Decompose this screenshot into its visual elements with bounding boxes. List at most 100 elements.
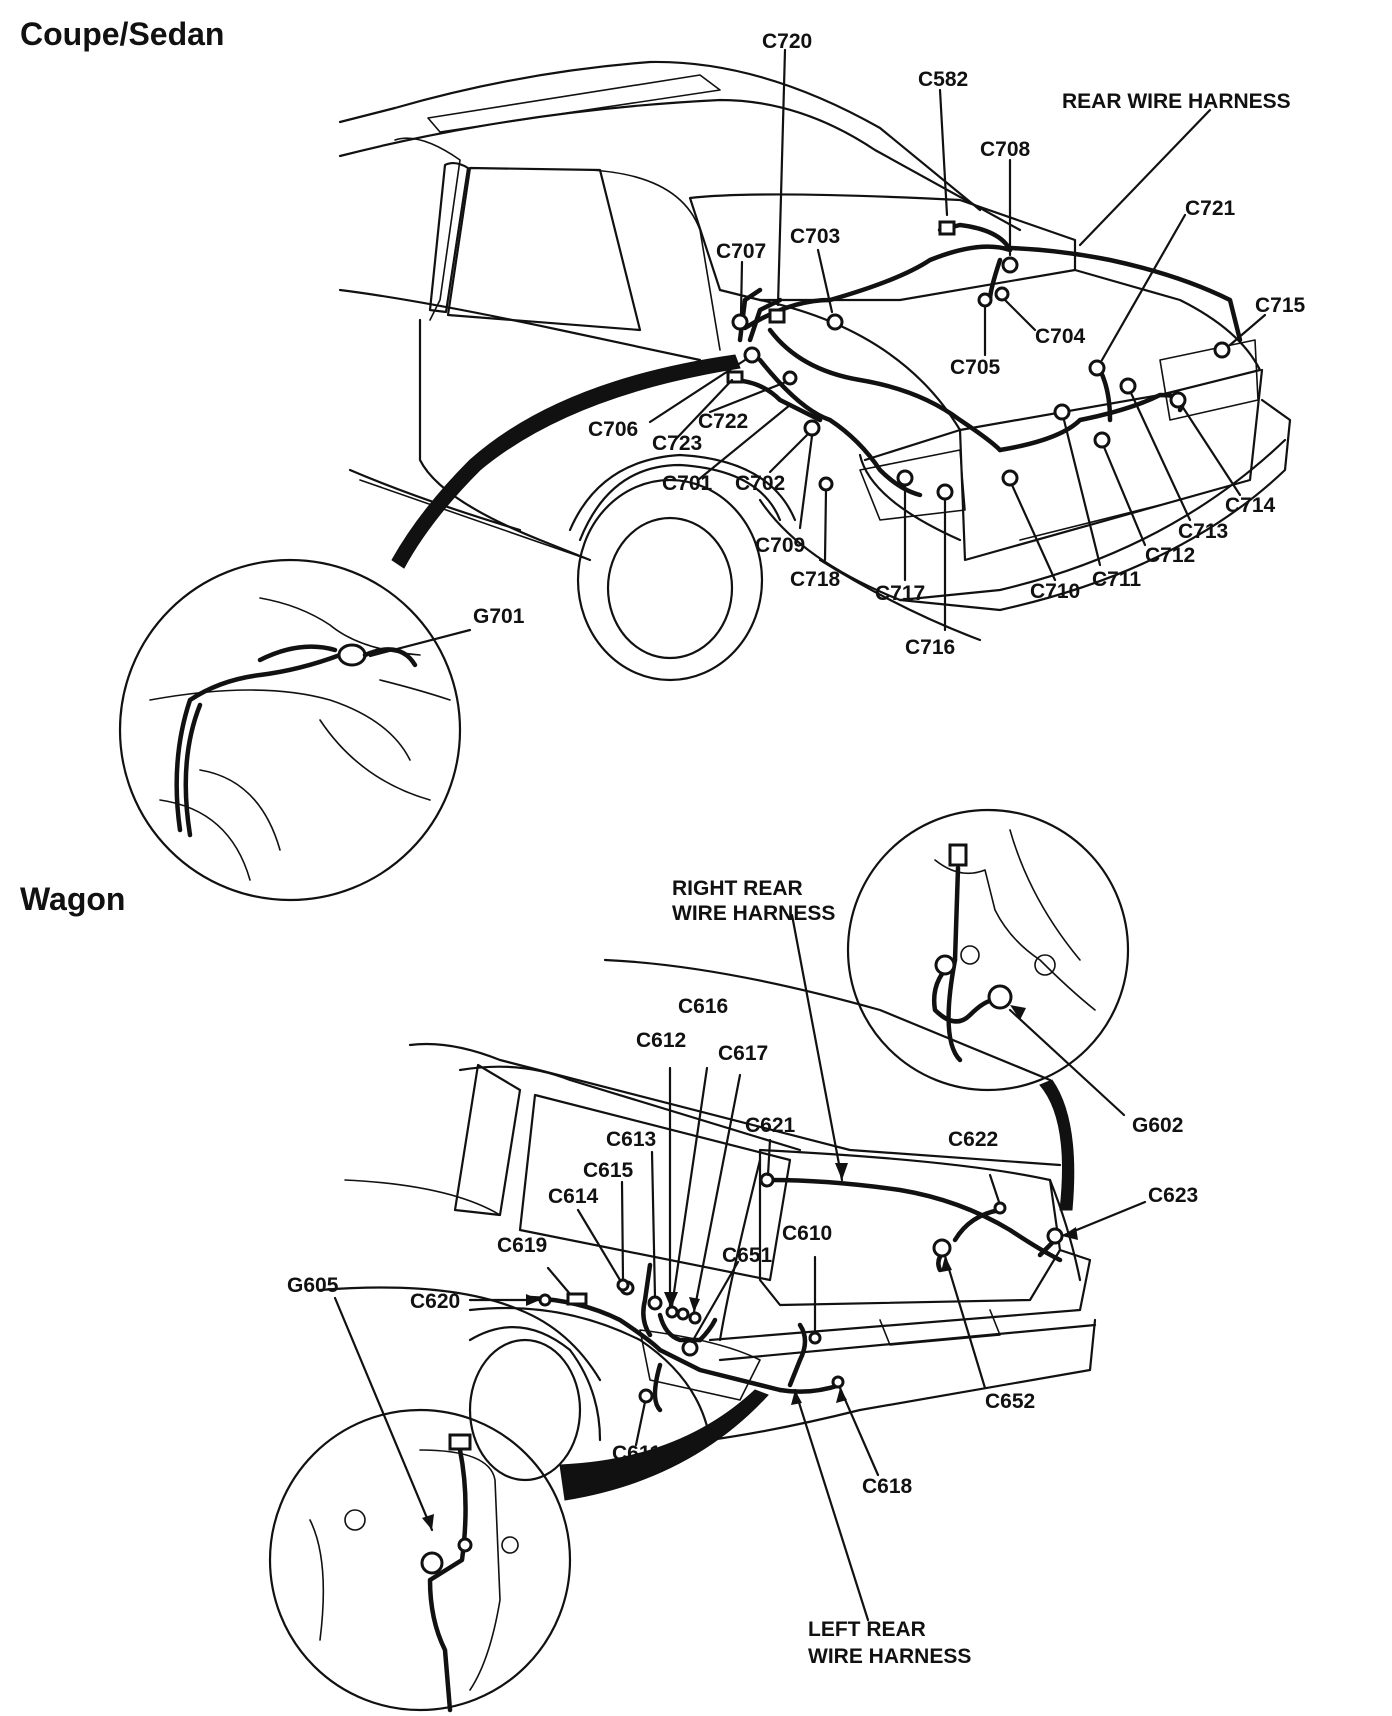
label-left-rear-harness-line2: WIRE HARNESS xyxy=(808,1645,971,1668)
connector-c704 xyxy=(994,286,1010,302)
label-c717: C717 xyxy=(875,582,925,605)
connector-c716 xyxy=(936,483,954,501)
connector-c706 xyxy=(743,346,761,364)
label-c704: C704 xyxy=(1035,325,1086,348)
label-c612: C612 xyxy=(636,1029,686,1052)
wagon-g605-callout xyxy=(268,1389,769,1713)
label-c619: C619 xyxy=(497,1234,547,1257)
label-c718: C718 xyxy=(790,568,841,591)
connector-c712 xyxy=(1093,431,1111,449)
label-c582: C582 xyxy=(918,68,968,91)
label-g701: G701 xyxy=(473,605,525,628)
label-c715: C715 xyxy=(1255,294,1306,317)
connector-c715 xyxy=(1213,341,1231,359)
label-c705: C705 xyxy=(950,356,1001,379)
connector-c723 xyxy=(726,370,744,384)
connector-c652 xyxy=(932,1238,952,1258)
wagon-g602-inset-grommet xyxy=(934,954,956,976)
label-c712: C712 xyxy=(1145,544,1195,567)
connector-c651 xyxy=(681,1339,699,1357)
ground-g602 xyxy=(987,984,1013,1010)
connector-c705 xyxy=(977,292,993,308)
label-c710: C710 xyxy=(1030,580,1080,603)
wagon-g602-inset-detail xyxy=(931,829,1096,1063)
label-right-rear-harness-line2: WIRE HARNESS xyxy=(672,902,835,925)
connector-c710 xyxy=(1001,469,1019,487)
label-c709: C709 xyxy=(755,534,805,557)
connector-c722 xyxy=(782,370,798,386)
label-c616: C616 xyxy=(678,995,728,1018)
label-rear-wire-harness: REAR WIRE HARNESS xyxy=(1062,90,1291,113)
connector-c623 xyxy=(1046,1227,1064,1245)
label-c621: C621 xyxy=(745,1114,796,1137)
label-c617: C617 xyxy=(718,1042,768,1065)
connector-c721 xyxy=(1088,359,1106,377)
connector-c616 xyxy=(676,1307,690,1321)
connector-c611 xyxy=(638,1388,654,1404)
coupe-sedan-title: Coupe/Sedan xyxy=(20,16,224,52)
label-c701: C701 xyxy=(662,472,713,495)
label-g605: G605 xyxy=(287,1274,339,1297)
label-c651: C651 xyxy=(722,1244,773,1267)
wagon-g605-inset-circle xyxy=(268,1408,572,1712)
connector-c621 xyxy=(759,1172,775,1188)
sedan-g701-callout xyxy=(118,354,741,902)
label-c618: C618 xyxy=(862,1475,913,1498)
connector-c617 xyxy=(688,1311,702,1325)
label-c615: C615 xyxy=(583,1159,634,1182)
label-c623: C623 xyxy=(1148,1184,1198,1207)
connector-c613 xyxy=(647,1295,663,1311)
sedan-car-body xyxy=(338,60,1292,682)
label-c714: C714 xyxy=(1225,494,1276,517)
wagon-labels: RIGHT REAR WIRE HARNESS C616 C612 C617 C… xyxy=(287,877,1198,1668)
wagon-g602-callout xyxy=(846,808,1130,1211)
connector-c620 xyxy=(538,1293,552,1307)
label-c652: C652 xyxy=(985,1390,1035,1413)
label-c611: C611 xyxy=(612,1442,661,1465)
label-c722: C722 xyxy=(698,410,748,433)
label-right-rear-harness-line1: RIGHT REAR xyxy=(672,877,803,900)
wagon-car-body xyxy=(318,958,1097,1482)
connector-c720 xyxy=(768,308,786,324)
label-c613: C613 xyxy=(606,1128,656,1151)
wagon-g605-inset-detail xyxy=(309,1433,519,1713)
sedan-labels: C720 C582 REAR WIRE HARNESS C708 C703 C7… xyxy=(473,30,1306,659)
wagon-title: Wagon xyxy=(20,881,125,917)
connector-c622 xyxy=(993,1201,1007,1215)
connector-c619 xyxy=(566,1292,588,1306)
sedan-connectors xyxy=(726,220,1231,501)
label-c711: C711 xyxy=(1092,568,1141,591)
wagon-arrowheads xyxy=(422,1163,1078,1530)
connector-c618 xyxy=(831,1375,845,1389)
connector-c610 xyxy=(808,1331,822,1345)
connector-c582 xyxy=(938,220,956,236)
label-c721: C721 xyxy=(1185,197,1236,220)
sedan-g701-inset-detail xyxy=(149,597,451,881)
connector-c714 xyxy=(1169,391,1187,409)
label-c614: C614 xyxy=(548,1185,599,1208)
connector-c615 xyxy=(616,1278,630,1292)
connector-c713 xyxy=(1119,377,1137,395)
ground-g605 xyxy=(420,1551,444,1575)
label-c707: C707 xyxy=(716,240,766,263)
label-c706: C706 xyxy=(588,418,638,441)
label-c622: C622 xyxy=(948,1128,998,1151)
wagon-g602-inset-connector xyxy=(948,843,968,867)
wagon-leader-lines xyxy=(333,913,1147,1622)
label-c702: C702 xyxy=(735,472,785,495)
label-c720: C720 xyxy=(762,30,812,53)
label-left-rear-harness-line1: LEFT REAR xyxy=(808,1618,926,1641)
label-c713: C713 xyxy=(1178,520,1228,543)
connector-c711 xyxy=(1053,403,1071,421)
connector-c717 xyxy=(896,469,914,487)
connector-c718 xyxy=(818,476,834,492)
label-c620: C620 xyxy=(410,1290,460,1313)
label-c703: C703 xyxy=(790,225,840,248)
label-c610: C610 xyxy=(782,1222,832,1245)
connector-c708 xyxy=(1001,256,1019,274)
label-c708: C708 xyxy=(980,138,1031,161)
ground-g701 xyxy=(337,643,367,667)
wagon-g605-inset-grommet xyxy=(457,1537,473,1553)
